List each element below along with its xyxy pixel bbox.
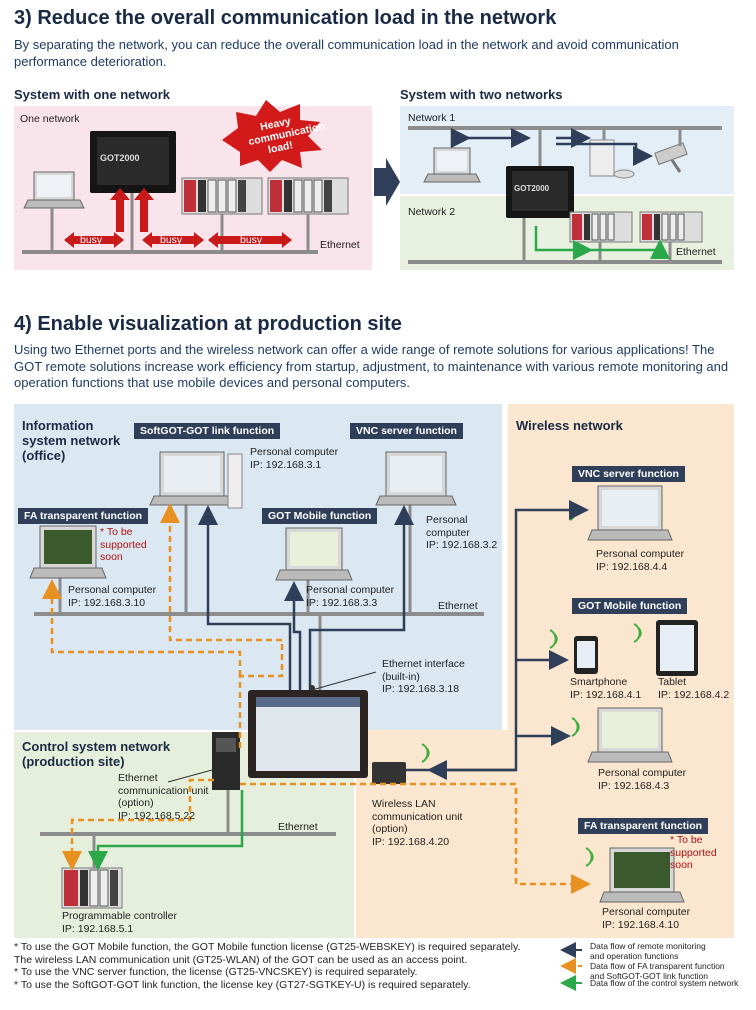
- busy-label-3: busy: [240, 234, 263, 246]
- fa-function-label-wireless: FA transparent function: [578, 818, 709, 834]
- wifi-icon: [585, 847, 594, 867]
- laptop-icon: [587, 485, 673, 541]
- ethernet-unit-icon: [212, 732, 240, 790]
- softgot-function-label: SoftGOT-GOT link function: [134, 423, 281, 439]
- pc-vnc-info-label: Personal computer IP: 192.168.3.2: [426, 514, 498, 551]
- busy-label-1: busy: [80, 234, 103, 246]
- busy-arrows: [64, 188, 292, 248]
- laptop-icon: [423, 147, 481, 183]
- smartphone-label: Smartphone IP: 192.168.4.1: [570, 676, 642, 701]
- info-zone-title: Information system network (office): [22, 418, 121, 463]
- wireless-lan-unit-icon: [372, 762, 406, 784]
- smartphone-icon: [574, 636, 598, 674]
- fa-function-label-info: FA transparent function: [18, 508, 149, 524]
- pc-fa-info-label: Personal computer IP: 192.168.3.10: [68, 584, 157, 609]
- remote-monitoring-flows: [198, 500, 589, 780]
- wlan-unit-label: Wireless LAN communication unit (option)…: [372, 798, 463, 848]
- network2-label: Network 2: [408, 206, 456, 218]
- section4-title: 4) Enable visualization at production si…: [14, 313, 402, 335]
- ethernet-label-two: Ethernet: [676, 246, 716, 258]
- control-system-flow: [88, 790, 244, 871]
- mobile-function-label-wireless: GOT Mobile function: [572, 598, 688, 614]
- transition-arrow: [374, 158, 400, 206]
- pc-mobile-wireless-label: Personal computer IP: 192.168.4.3: [598, 767, 687, 792]
- got-brand-label: GOT2000: [100, 153, 140, 163]
- legend-fa-transparent: Data flow of FA transparent function and…: [590, 961, 725, 981]
- pc-fa-wireless-label: Personal computer IP: 192.168.4.10: [602, 906, 691, 931]
- wifi-icon: [633, 623, 642, 643]
- plc-icon: [181, 177, 263, 215]
- tablet-icon: [656, 620, 698, 676]
- pc-mobile-info-label: Personal computer IP: 192.168.3.3: [306, 584, 395, 609]
- wifi-icon: [549, 629, 558, 649]
- busy-label-2: busy: [160, 234, 183, 246]
- vnc-function-label-wireless: VNC server function: [572, 466, 685, 482]
- control-ethernet-label: Ethernet: [278, 821, 318, 833]
- laptop-icon: [375, 451, 457, 506]
- legend-control-system: Data flow of the control system network: [590, 978, 739, 988]
- plc-icon: [267, 177, 349, 215]
- pc-softgot-label: Personal computer IP: 192.168.3.1: [250, 446, 339, 471]
- wifi-icon: [571, 717, 580, 737]
- mobile-function-label-info: GOT Mobile function: [262, 508, 378, 524]
- laptop-icon: [587, 707, 673, 763]
- laptop-icon: [275, 527, 353, 581]
- network1-label: Network 1: [408, 112, 456, 124]
- got-main-panel-icon: [248, 690, 368, 778]
- footnotes: * To use the GOT Mobile function, the GO…: [14, 941, 521, 991]
- section3-title: 3) Reduce the overall communication load…: [14, 7, 557, 29]
- plc-icon: [639, 211, 703, 243]
- got-brand-label-2: GOT2000: [514, 184, 550, 193]
- laptop-icon: [23, 171, 85, 209]
- to-be-supported-note-wireless: * To be supported soon: [670, 834, 717, 871]
- laptop-icon: [149, 451, 243, 509]
- laptop-icon: [29, 525, 107, 579]
- to-be-supported-note-info: * To be supported soon: [100, 526, 147, 563]
- ethernet-label-one: Ethernet: [320, 239, 360, 251]
- two-networks-heading: System with two networks: [400, 87, 563, 102]
- plc-icon: [61, 867, 123, 909]
- server-icon: [589, 139, 635, 179]
- pc-vnc-wireless-label: Personal computer IP: 192.168.4.4: [596, 548, 685, 573]
- wifi-icon: [421, 743, 430, 763]
- got-panel-icon: [90, 131, 176, 193]
- camera-icon: [654, 142, 688, 173]
- one-network-heading: System with one network: [14, 87, 171, 102]
- heavy-load-callout-shape: [222, 100, 322, 172]
- one-network-label: One network: [20, 113, 80, 125]
- tablet-label: Tablet IP: 192.168.4.2: [658, 676, 730, 701]
- section4-description: Using two Ethernet ports and the wireles…: [14, 342, 729, 390]
- legend-lines: [560, 942, 582, 991]
- plc-label: Programmable controller IP: 192.168.5.1: [62, 910, 177, 935]
- got-panel-icon: [506, 166, 574, 218]
- control-zone-title: Control system network (production site): [22, 739, 171, 769]
- plc-icon: [569, 211, 633, 243]
- section3-description: By separating the network, you can reduc…: [14, 37, 679, 69]
- fa-transparent-flows: [42, 503, 591, 894]
- laptop-icon: [599, 847, 685, 903]
- vnc-function-label-info: VNC server function: [350, 423, 463, 439]
- info-ethernet-label: Ethernet: [438, 600, 478, 612]
- eth-unit-label: Ethernet communication unit (option) IP:…: [118, 772, 209, 822]
- legend-remote-monitoring: Data flow of remote monitoring and opera…: [590, 941, 706, 961]
- wireless-zone-title: Wireless network: [516, 418, 623, 433]
- eth-interface-label: Ethernet interface (built-in) IP: 192.16…: [382, 658, 465, 695]
